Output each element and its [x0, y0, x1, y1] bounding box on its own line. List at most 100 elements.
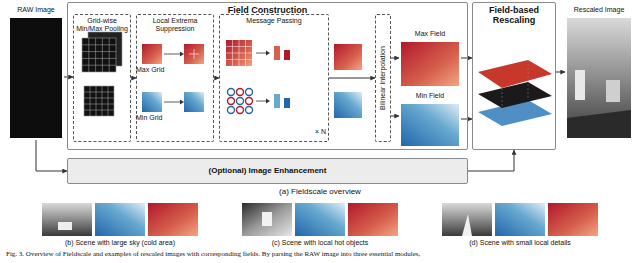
message-passing-part — [274, 46, 280, 60]
field-layers — [478, 60, 552, 126]
rescaled-image-part — [567, 18, 631, 138]
illustration-part-part — [228, 98, 235, 105]
pooling-grid-part — [82, 38, 116, 72]
example-c-part — [262, 212, 272, 226]
illustration-part-part — [237, 98, 244, 105]
connector-arrow — [391, 58, 399, 59]
field-node: Max Field — [399, 28, 461, 88]
node-label: Max Field — [415, 30, 445, 38]
illustration-part-part — [237, 107, 244, 114]
local-extrema-grids-part — [189, 49, 199, 59]
pooling-grid-part — [84, 86, 114, 116]
node-label: Message Passing — [246, 17, 301, 25]
illustration-part-part — [228, 107, 235, 114]
step-box: Local Extrema Suppression — [136, 14, 214, 142]
node-label: Bilinear Interpolation — [379, 46, 387, 110]
raw-image — [10, 18, 62, 138]
connector-arrow — [468, 150, 514, 171]
message-passing-part — [266, 51, 270, 56]
illustration-part-part — [228, 89, 235, 96]
step-label: × N — [300, 128, 326, 136]
pooling-grid-part — [82, 38, 116, 72]
subfigure-label: (a) Fieldscale overview — [0, 188, 640, 197]
example-b-part — [58, 222, 72, 230]
local-extrema-grids-part — [142, 44, 162, 64]
message-passing-part — [256, 53, 266, 54]
module-box: Field-based Rescaling — [472, 2, 556, 150]
rescaled-image-part — [575, 70, 585, 100]
local-extrema-grids-part — [180, 100, 184, 105]
field-layers-part — [478, 82, 552, 108]
message-passing-part — [226, 40, 252, 66]
example-d-part — [442, 203, 492, 236]
local-extrema-grids-part — [184, 44, 204, 64]
field-outputs-part — [401, 104, 459, 146]
example-b-part — [148, 203, 198, 236]
illustration-part-part — [237, 89, 244, 96]
message-passing-part — [226, 40, 252, 66]
example-c-part — [242, 203, 292, 236]
connector-arrow — [36, 140, 67, 171]
message-passing-part — [274, 94, 280, 108]
subfigure-label: (c) Scene with local hot objects — [220, 239, 420, 247]
step-box: Grid-wise Min/Max Pooling — [73, 14, 131, 142]
field-outputs-part — [334, 92, 362, 118]
figure-caption: Fig. 3. Overview of Fieldscale and examp… — [6, 251, 634, 259]
example-d-part — [495, 203, 545, 236]
example-b-part — [95, 203, 145, 236]
node-label: Local Extrema Suppression — [139, 17, 211, 33]
connector-arrow — [391, 116, 399, 117]
example-b-part — [42, 203, 92, 236]
local-extrema-grids-part — [180, 52, 184, 57]
local-extrema-grids-part — [142, 92, 162, 112]
field-layers-part — [502, 60, 528, 126]
local-extrema-grids — [142, 44, 204, 112]
local-extrema-grids-part — [164, 54, 180, 55]
node-label: Rescaled Image — [574, 6, 625, 14]
node-label: Min Field — [416, 92, 444, 100]
rescaled-image-part — [567, 110, 631, 138]
local-extrema-grids-part — [164, 102, 180, 103]
message-passing-part — [284, 50, 290, 60]
example-c — [242, 203, 398, 236]
local-extrema-grids-part — [184, 92, 204, 112]
illustration-part — [228, 89, 253, 114]
image-node: Rescaled Image — [565, 4, 633, 140]
module-box: Field ConstructionGrid-wise Min/Max Pool… — [67, 2, 468, 150]
illustration-part-part — [246, 107, 253, 114]
example-d-part — [462, 214, 472, 236]
connector-arrow — [556, 72, 565, 73]
illustration-part-part — [246, 89, 253, 96]
rescaled-image — [567, 18, 631, 138]
example-b — [42, 203, 198, 236]
example-c-part — [348, 203, 398, 236]
example-d-part — [548, 203, 598, 236]
message-passing — [226, 40, 290, 114]
step-label: Min Grid — [136, 114, 168, 122]
connector-arrow — [64, 77, 73, 78]
pooling-grid-part — [84, 86, 114, 116]
example-d — [442, 203, 598, 236]
field-node: Min Field — [399, 90, 461, 148]
field-outputs-part — [401, 42, 459, 86]
connector-arrow — [461, 119, 472, 120]
subfigure-label: (d) Scene with small local details — [420, 239, 620, 247]
subfigure-label: (b) Scene with large sky (cold area) — [20, 239, 220, 247]
message-passing-part — [266, 99, 270, 104]
field-outputs — [334, 42, 459, 146]
module-box: (Optional) Image Enhancement — [67, 158, 468, 184]
message-passing-part — [256, 101, 266, 102]
node-label: Field-based Rescaling — [475, 5, 553, 26]
message-passing-part — [284, 98, 290, 108]
raw-image-part — [10, 18, 62, 138]
node-label: Grid-wise Min/Max Pooling — [76, 17, 128, 33]
example-c-part — [295, 203, 345, 236]
connector-arrow — [461, 58, 472, 59]
step-box: Bilinear Interpolation — [375, 14, 391, 142]
node-label: (Optional) Image Enhancement — [209, 166, 327, 175]
pooling-grid — [82, 32, 122, 116]
field-outputs-part — [334, 44, 362, 70]
illustration-part-part — [246, 98, 253, 105]
node-label: RAW Image — [17, 6, 54, 14]
rescaled-image-part — [606, 80, 620, 102]
